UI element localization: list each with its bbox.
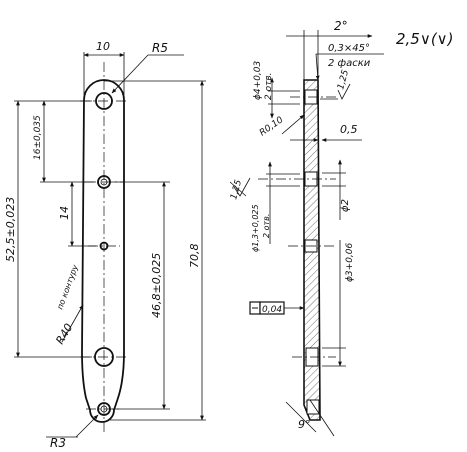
dia-top-holes: ϕ4+0,03 xyxy=(253,60,263,100)
dim-hole-spacing: 52,5±0,023 xyxy=(4,197,17,262)
front-view: 10 R5 70,8 52,5±0,023 16±0,035 14 46,8±0… xyxy=(4,40,206,450)
thickness: 0,5 xyxy=(340,123,358,136)
contour-radius: R40 xyxy=(53,321,75,346)
dia-small-holes-note: 2 отв. xyxy=(262,214,271,238)
dim-width: 10 xyxy=(96,40,110,53)
dia-top-holes-note: 2 отв. xyxy=(264,72,274,100)
contour-note: по контуру xyxy=(55,263,80,310)
radius-top-label: R5 xyxy=(152,41,168,55)
side-view: 2,5∨(∨) 2° 0,3×45° 2 фаски ϕ4+0,03 2 отв… xyxy=(229,19,454,437)
surface-finish: 2,5∨(∨) xyxy=(396,30,454,48)
angle-top: 2° xyxy=(334,19,348,33)
dia-3: ϕ3+0,06 xyxy=(345,242,355,282)
lever-outline xyxy=(81,79,125,423)
dim-middle: 14 xyxy=(58,206,71,220)
radius-bottom-label: R3 xyxy=(50,436,66,450)
flatness-frame: 0,04 xyxy=(249,301,305,315)
angle-bottom: 9° xyxy=(298,418,311,431)
dim-top-pair: 16±0,035 xyxy=(33,115,43,160)
dia-small-holes: ϕ1,3+0,025 xyxy=(251,204,260,252)
dim-lower-span: 46,8±0,025 xyxy=(150,253,163,318)
chamfer: 0,3×45° xyxy=(328,43,370,54)
dim-overall-length: 70,8 xyxy=(188,244,201,269)
radius-small: R0,10 xyxy=(258,115,285,138)
dia-2: ϕ2 xyxy=(340,199,351,212)
chamfer-note: 2 фаски xyxy=(328,58,371,69)
finish-125-mid: 1,25 xyxy=(229,179,244,201)
finish-125-top: 1,25 xyxy=(336,69,351,91)
flatness-value: 0,04 xyxy=(262,305,282,315)
